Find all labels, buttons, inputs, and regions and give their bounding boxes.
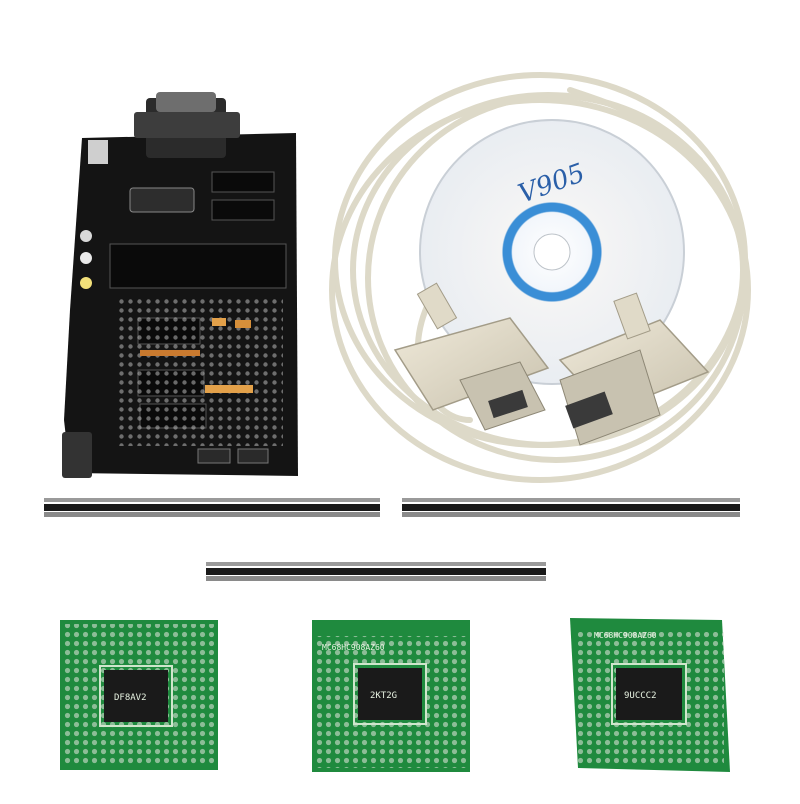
adapter-3-top-text: MC68HC908AZ60 <box>594 631 657 640</box>
software-cd: V905 <box>419 119 685 385</box>
adapter-2-chip-label: 2KT2G <box>370 691 397 701</box>
adapter-board-3: MC68HC908AZ60 9UCCC2 <box>570 618 730 772</box>
adapter-3-chip-label: 9UCCC2 <box>624 691 657 701</box>
pin-header-strip-left <box>44 498 380 517</box>
adapter-board-2: MC68HC908AZ60 2KT2G <box>312 620 470 772</box>
db9-connector-icon <box>134 92 240 158</box>
db9-female-connector-left <box>393 282 550 431</box>
pin-header-strip-right <box>402 498 740 517</box>
adapter-2-top-text: MC68HC908AZ60 <box>322 643 385 652</box>
main-programmer-board <box>62 92 298 478</box>
adapter-board-1: DF8AV2 <box>60 620 218 770</box>
db9-female-connector-right <box>558 292 710 446</box>
pin-header-strip-middle <box>206 562 546 581</box>
adapter-1-chip-label: DF8AV2 <box>114 693 147 703</box>
